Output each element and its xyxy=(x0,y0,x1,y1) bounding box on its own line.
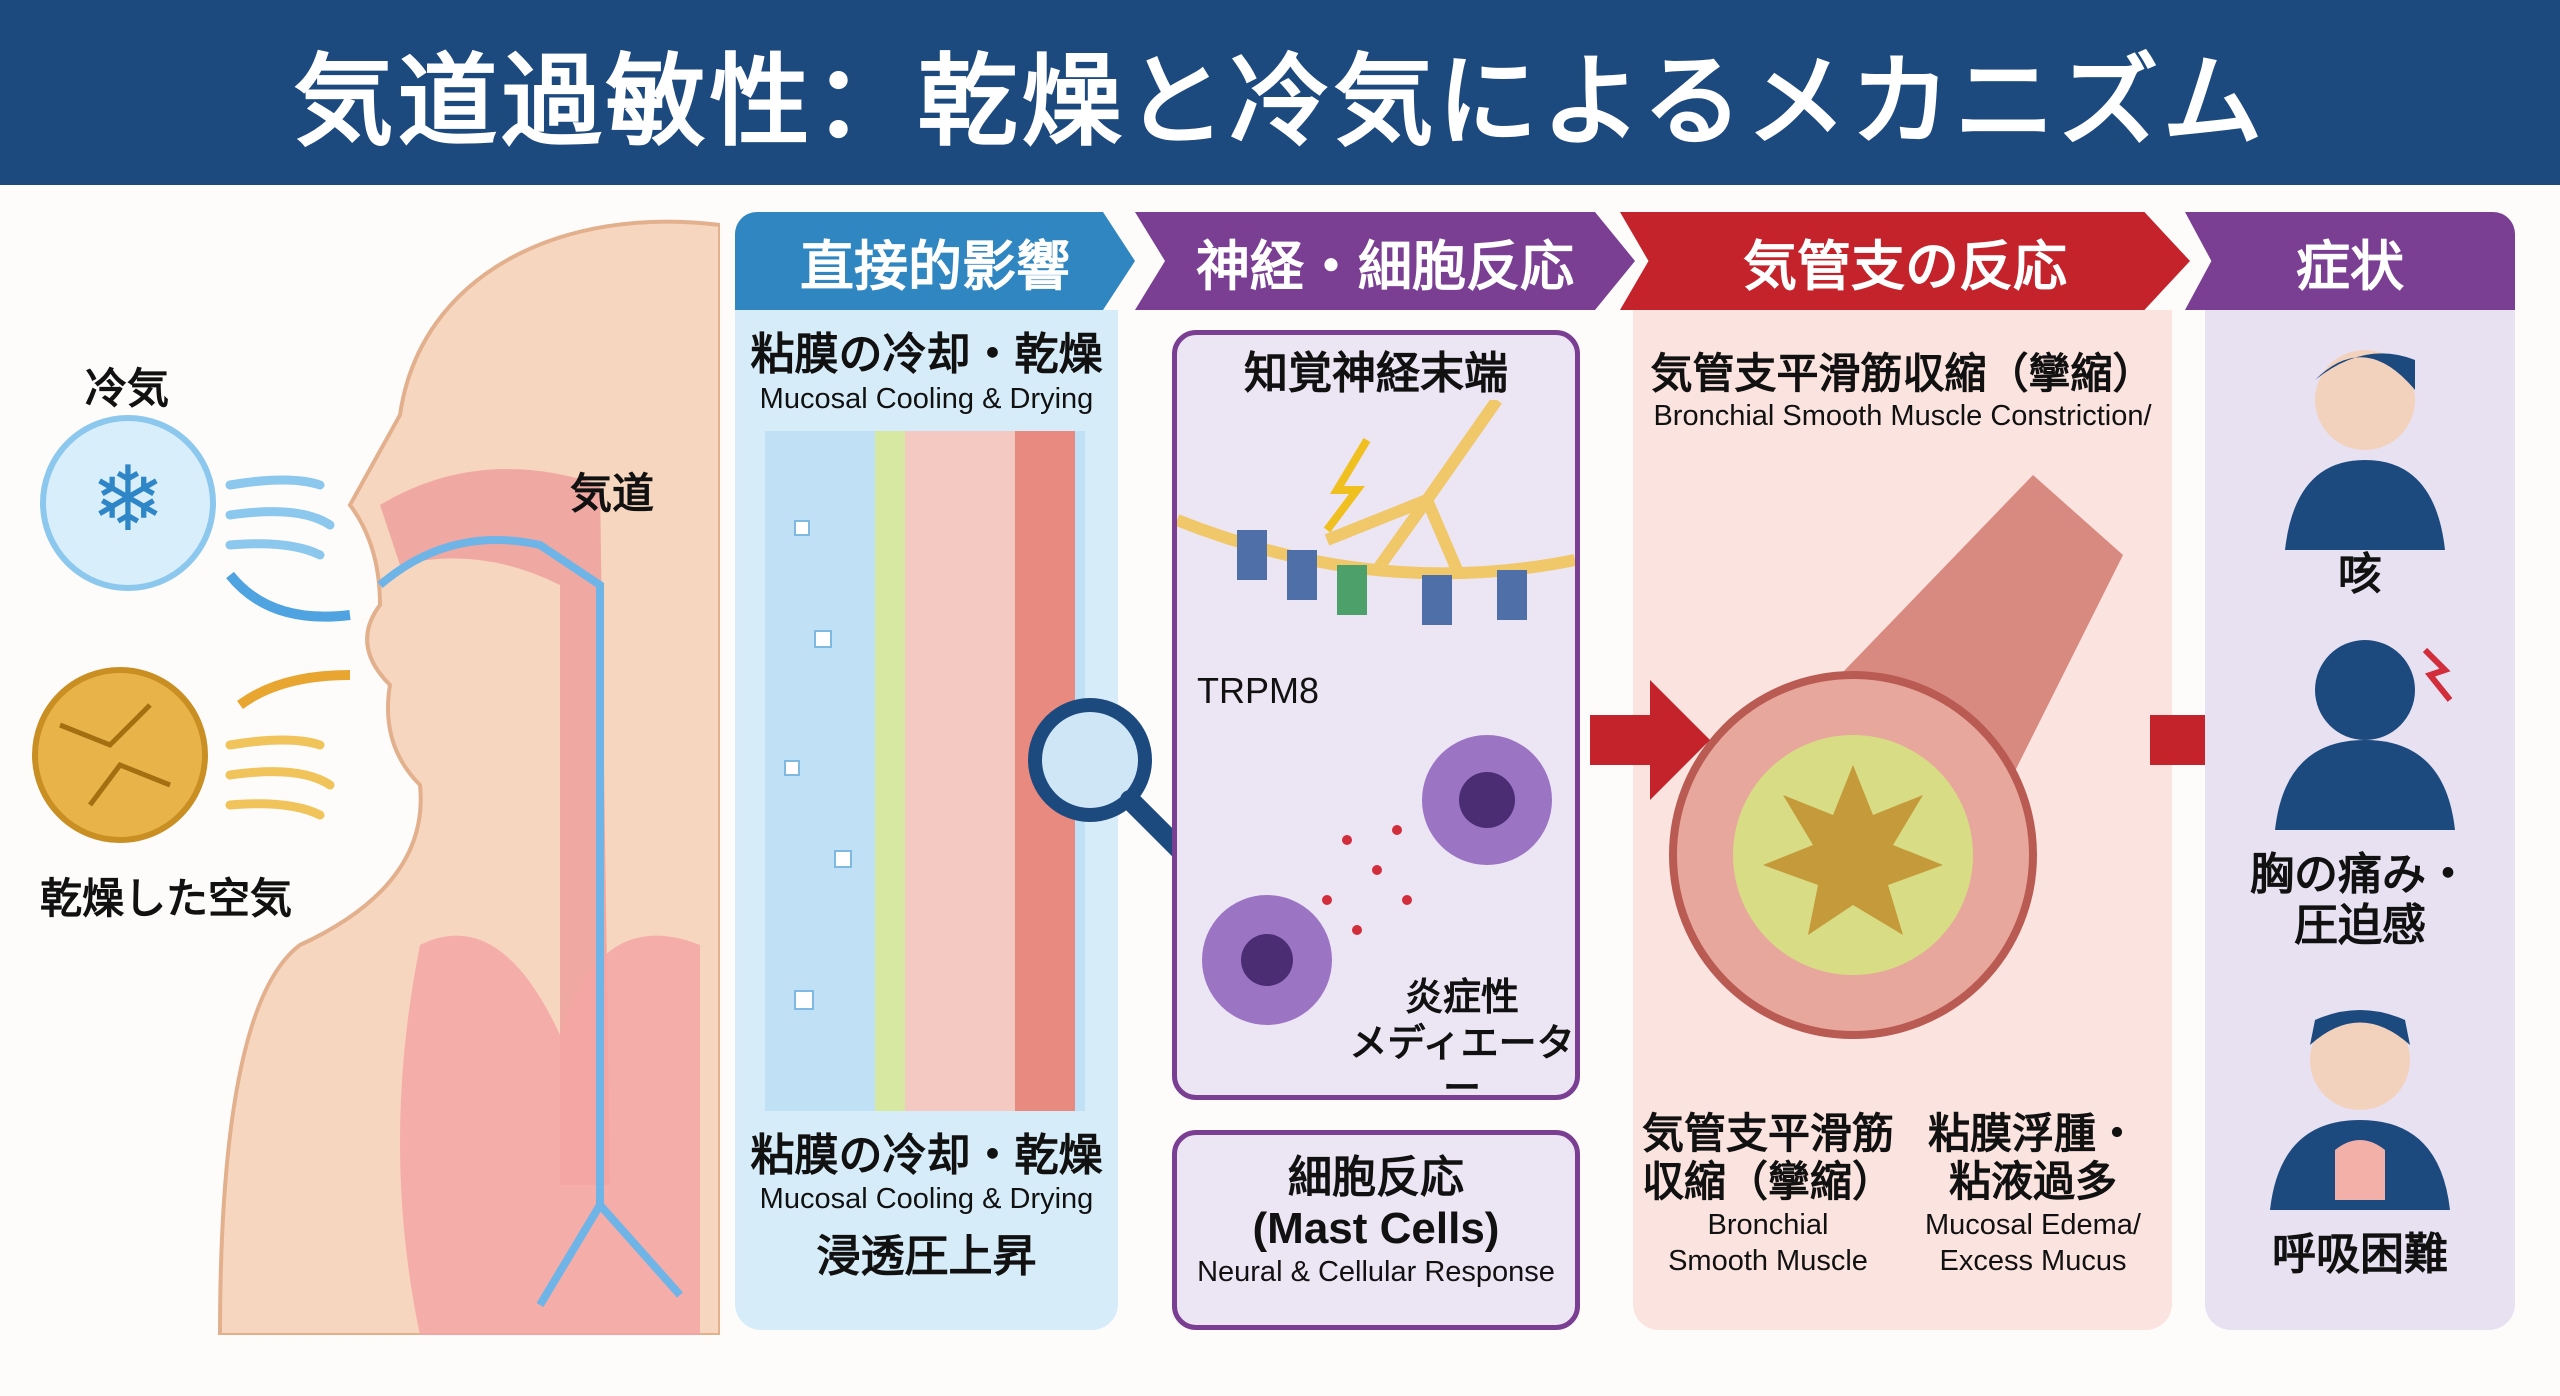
edema-en-2: Excess Mucus xyxy=(1939,1244,2127,1277)
mediator-label-line2: メディエーター xyxy=(1349,1020,1575,1111)
bronchus-illustration xyxy=(1669,474,2123,1039)
edema-label-1: 粘膜浮腫・ xyxy=(1927,1109,2138,1158)
edema-label-2: 粘液過多 xyxy=(1948,1157,2117,1207)
dyspnea-person-icon xyxy=(2270,1010,2450,1210)
callout-title: 細胞反応 xyxy=(1288,1152,1464,1203)
mucosal-footer-subheading: Mucosal Cooling & Drying xyxy=(759,1183,1094,1216)
trpm8-label: TRPM8 xyxy=(1197,670,1320,711)
constriction-subheading: Bronchial Smooth Muscle Constriction/ xyxy=(1653,400,2152,433)
header-neural-cellular: 神経・細胞反応 xyxy=(1135,212,1635,310)
smooth-muscle-en-1: Bronchial xyxy=(1707,1208,1829,1241)
header-bronchial-response: 気管支の反応 xyxy=(1620,212,2190,310)
header-symptoms: 症状 xyxy=(2185,212,2515,310)
callout-mast-cells: (Mast Cells) xyxy=(1252,1203,1500,1253)
symptom-cough: 咳 xyxy=(2338,549,2382,600)
airway-anatomy-illustration: ❄ xyxy=(32,219,720,1335)
page-title: 気道過敏性：乾燥と冷気によるメカニズム xyxy=(293,43,2267,160)
constriction-heading: 気管支平滑筋収縮（攣縮） xyxy=(1650,349,2155,398)
chest-pain-person-icon xyxy=(2275,640,2455,830)
title-bar: 気道過敏性：乾燥と冷気によるメカニズム xyxy=(0,0,2560,185)
lightning-icon xyxy=(1323,437,1371,532)
cellular-response-callout: 細胞反応 (Mast Cells) Neural & Cellular Resp… xyxy=(1172,1130,1580,1330)
smooth-muscle-en-2: Smooth Muscle xyxy=(1668,1244,1868,1277)
callout-subtitle: Neural & Cellular Response xyxy=(1197,1256,1555,1289)
edema-en-1: Mucosal Edema/ xyxy=(1925,1208,2141,1241)
snowflake-icon xyxy=(40,415,216,591)
svg-text:❄: ❄ xyxy=(90,447,165,552)
mucosal-footer-heading: 粘膜の冷却・乾燥 xyxy=(750,1129,1103,1181)
nerve-panel: 知覚神経末端 TRPM8 炎症性メディエーター xyxy=(1172,330,1580,1110)
osmotic-pressure-label: 浸透圧上昇 xyxy=(816,1230,1037,1282)
symptom-dyspnea: 呼吸困難 xyxy=(2272,1229,2448,1280)
nerve-cell-illustration xyxy=(1174,396,1577,1025)
dry-air-arrow xyxy=(237,670,351,710)
cold-air-arrow xyxy=(226,571,351,622)
smooth-muscle-label-1: 気管支平滑筋 xyxy=(1641,1109,1894,1158)
bronchial-panel: 気管支平滑筋収縮（攣縮） Bronchial Smooth Muscle Con… xyxy=(1633,310,2172,1330)
symptoms-panel: 咳 胸の痛み・圧迫感 呼吸困難 xyxy=(2205,310,2515,1330)
mucosal-heading: 粘膜の冷却・乾燥 xyxy=(750,329,1103,380)
cough-person-icon xyxy=(2285,350,2445,550)
flow-arrow-icon xyxy=(1590,680,1710,800)
mediator-label-line1: 炎症性 xyxy=(1404,975,1519,1019)
sensory-nerve-label: 知覚神経末端 xyxy=(1244,348,1508,399)
airway-label: 気道 xyxy=(570,469,655,518)
trpm8-channel-icons xyxy=(1237,529,1527,625)
dry-cracked-icon xyxy=(32,667,208,843)
header-direct-effect: 直接的影響 xyxy=(735,212,1135,310)
smooth-muscle-label-2: 収縮（攣縮） xyxy=(1641,1157,1894,1207)
dry-air-label: 乾燥した空気 xyxy=(40,874,293,923)
magnifier-icon xyxy=(1028,698,1205,875)
cold-air-label: 冷気 xyxy=(85,364,170,413)
mucosal-subheading: Mucosal Cooling & Drying xyxy=(759,382,1094,415)
symptom-chest-pain: 胸の痛み・ xyxy=(2250,849,2470,900)
symptom-pressure: 圧迫感 xyxy=(2294,899,2426,951)
